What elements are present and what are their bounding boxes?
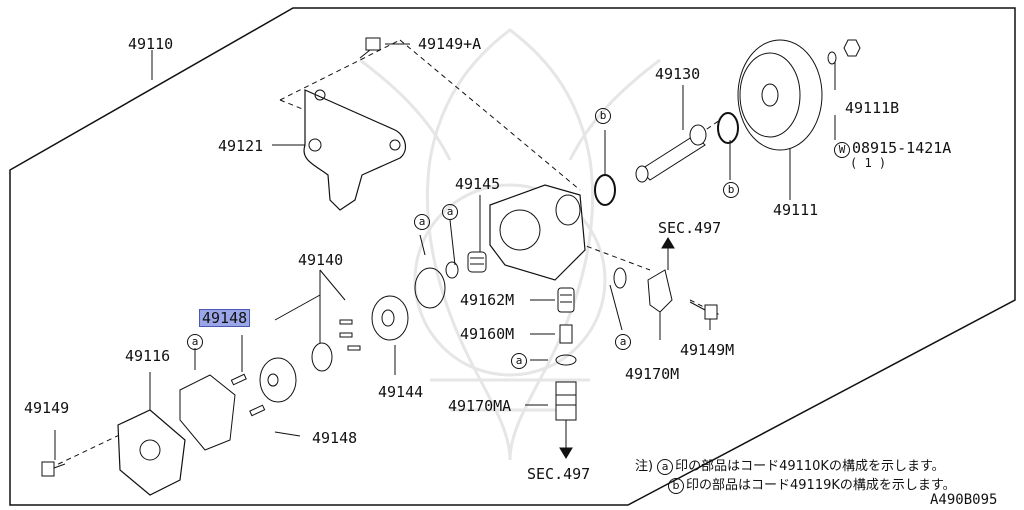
marker-w: W bbox=[834, 142, 850, 158]
rear-cover bbox=[117, 409, 186, 496]
marker-a-oring-small: a bbox=[438, 202, 460, 220]
flow-valve bbox=[559, 324, 573, 344]
cover-hole bbox=[139, 439, 161, 461]
bolt-right bbox=[689, 301, 718, 320]
rotor-vanes bbox=[311, 319, 361, 372]
note-marker-a: a bbox=[657, 459, 674, 475]
label-49148: 49148 bbox=[312, 429, 358, 447]
washer bbox=[827, 51, 837, 65]
label-49111: 49111 bbox=[773, 201, 819, 219]
o-ring-valve bbox=[555, 354, 577, 366]
sec-arrow-up bbox=[661, 237, 675, 270]
label-49149: 49149 bbox=[24, 399, 70, 417]
marker-a-valve-oring: a bbox=[507, 351, 529, 369]
bracket-hole bbox=[389, 139, 401, 151]
pin bbox=[230, 373, 247, 386]
marker-a-gasket: a bbox=[183, 332, 205, 350]
pump-outlet bbox=[555, 194, 581, 226]
assembly-outline bbox=[9, 7, 1016, 506]
connector-fitting bbox=[555, 381, 577, 421]
bracket-hole bbox=[314, 89, 326, 101]
watermark-emblem bbox=[359, 28, 661, 461]
label-49149-plus-a: 49149+A bbox=[418, 35, 482, 53]
note-marker-b: b bbox=[668, 478, 684, 494]
label-49162m: 49162M bbox=[460, 291, 515, 309]
marker-b-seal: b bbox=[591, 106, 613, 124]
marker-a-oring-large: a bbox=[410, 212, 432, 230]
o-ring-small bbox=[445, 261, 459, 279]
label-49111b: 49111B bbox=[845, 99, 900, 117]
valve-spring bbox=[557, 287, 575, 313]
marker-a-fitting: a bbox=[611, 332, 633, 350]
label-49149m: 49149M bbox=[680, 341, 735, 359]
nut bbox=[843, 39, 861, 57]
note-text-1: 印の部品はコード49110Kの構成を示します。 bbox=[675, 459, 945, 474]
bolt-top bbox=[359, 37, 381, 59]
bracket-part bbox=[303, 89, 407, 211]
bolt-bottom bbox=[41, 461, 66, 477]
label-49160m: 49160M bbox=[460, 325, 515, 343]
label-washer-qty: ( 1 ) bbox=[850, 156, 887, 170]
label-49170ma: 49170MA bbox=[448, 397, 512, 415]
note-prefix: 注) bbox=[635, 459, 654, 474]
marker-b-ring: b bbox=[719, 180, 741, 198]
label-49144: 49144 bbox=[378, 383, 424, 401]
cam-ring bbox=[371, 295, 409, 341]
pump-shaft bbox=[635, 124, 707, 183]
pulley bbox=[737, 39, 823, 151]
oil-seal bbox=[594, 174, 616, 206]
spring bbox=[467, 251, 487, 273]
label-sec-497-bottom: SEC.497 bbox=[527, 465, 591, 483]
bracket-hole bbox=[308, 138, 322, 152]
leader-lines bbox=[54, 43, 836, 460]
label-49130: 49130 bbox=[655, 65, 701, 83]
label-49110: 49110 bbox=[128, 35, 174, 53]
label-49148-highlighted[interactable]: 49148 bbox=[198, 309, 251, 327]
pump-body-bore bbox=[499, 209, 541, 251]
label-49140: 49140 bbox=[298, 251, 344, 269]
label-49116: 49116 bbox=[125, 347, 171, 365]
label-49145: 49145 bbox=[455, 175, 501, 193]
note-text-2: 印の部品はコード49119Kの構成を示します。 bbox=[686, 478, 956, 493]
outlet-fitting bbox=[613, 267, 673, 313]
label-49121: 49121 bbox=[218, 137, 264, 155]
snap-ring bbox=[717, 112, 739, 144]
diagram-reference-code: A490B095 bbox=[930, 492, 998, 508]
pin bbox=[249, 404, 266, 417]
o-ring-large bbox=[414, 267, 446, 309]
sec-arrow-down bbox=[559, 420, 573, 459]
label-sec-497-top: SEC.497 bbox=[658, 219, 722, 237]
gasket bbox=[179, 374, 236, 451]
label-49170m: 49170M bbox=[625, 365, 680, 383]
side-plate bbox=[259, 357, 297, 403]
